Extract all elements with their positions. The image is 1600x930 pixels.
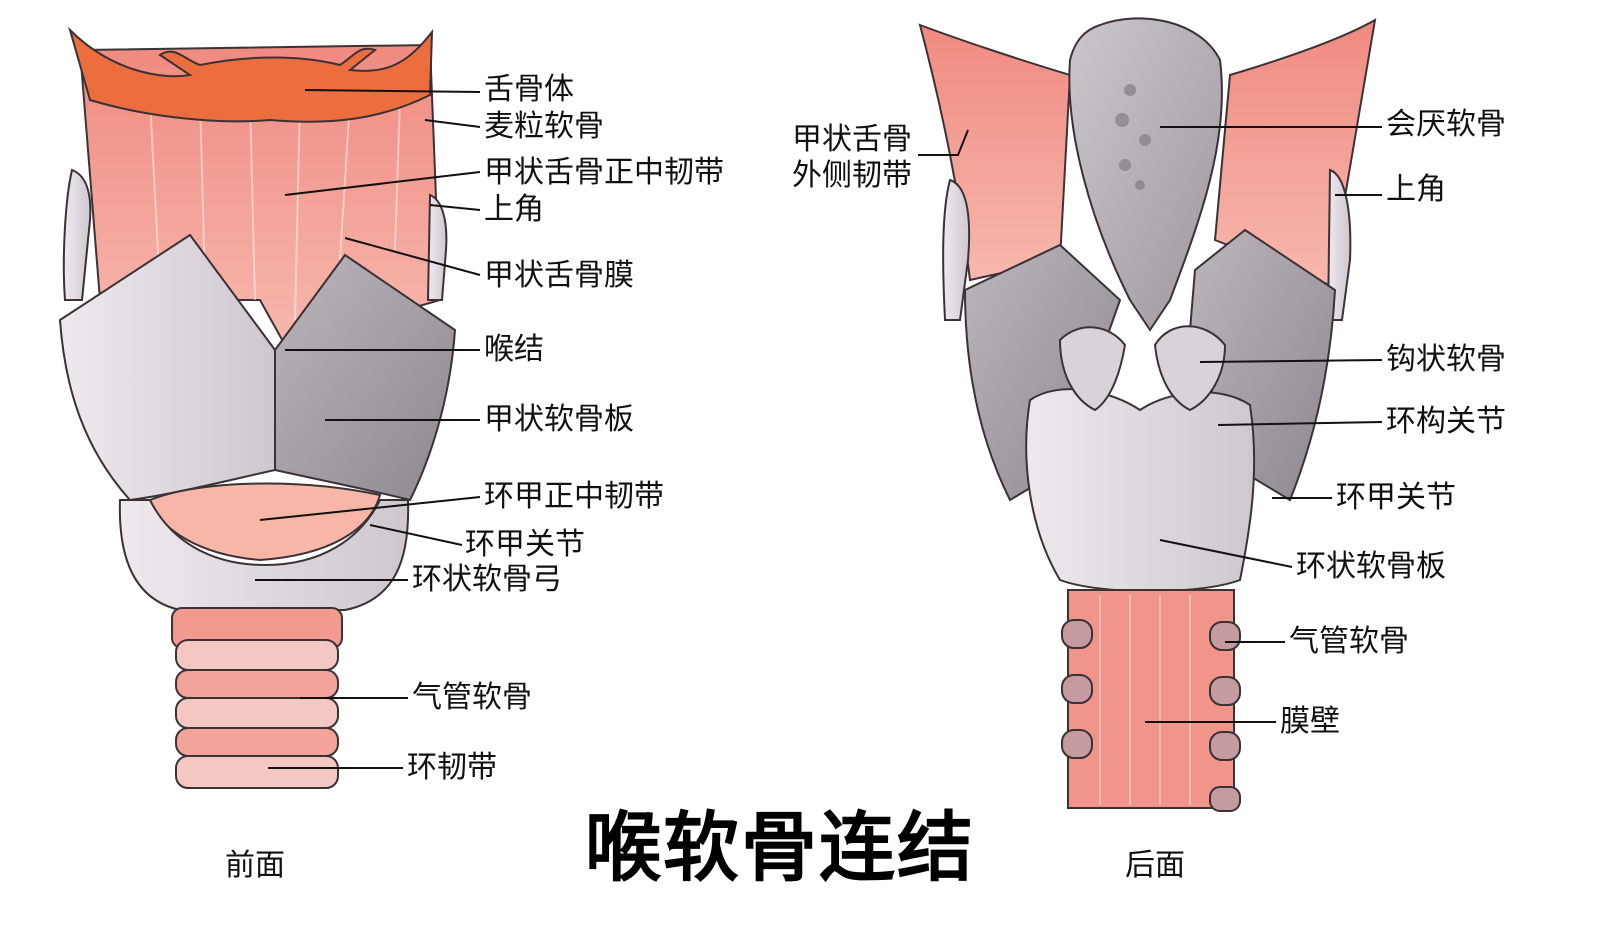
back-cricoid-lamina xyxy=(1025,388,1256,593)
label-cricoid-arch: 环状软骨弓 xyxy=(412,562,562,597)
front-trachea xyxy=(171,607,343,789)
label-back-cricothyroid-joint: 环甲关节 xyxy=(1336,480,1456,515)
label-front-superior-horn: 上角 xyxy=(484,192,544,227)
label-back-superior-horn: 上角 xyxy=(1386,172,1446,207)
back-membrane-left xyxy=(918,23,1072,282)
back-epiglottis xyxy=(1068,17,1223,332)
label-arytenoid-cartilage: 钩状软骨 xyxy=(1386,342,1506,377)
diagram-title: 喉软骨连结 xyxy=(585,803,975,892)
label-hyoid-body: 舌骨体 xyxy=(484,72,574,107)
label-thyroid-lamina: 甲状软骨板 xyxy=(484,402,634,437)
label-cricoid-lamina: 环状软骨板 xyxy=(1296,549,1446,584)
front-leader-lines xyxy=(255,89,481,769)
label-back-tracheal-cartilage: 气管软骨 xyxy=(1289,624,1409,659)
label-annular-ligament: 环韧带 xyxy=(407,750,497,785)
back-view xyxy=(918,17,1377,812)
label-lateral-thyrohyoid-ligament-line1: 甲状舌骨 xyxy=(792,122,912,157)
back-arytenoid-left xyxy=(1058,326,1127,412)
back-leader-lines xyxy=(918,126,1383,723)
front-cricoid-arch xyxy=(118,499,410,611)
label-triticeous-cartilage: 麦粒软骨 xyxy=(484,109,604,144)
label-cricoarytenoid-joint: 环构关节 xyxy=(1386,404,1506,439)
caption-back-view: 后面 xyxy=(1125,848,1185,883)
front-cricothyroid-ligament xyxy=(148,482,382,562)
front-superior-horn-left xyxy=(62,168,92,301)
back-superior-horn-left xyxy=(942,178,971,321)
label-front-tracheal-cartilage: 气管软骨 xyxy=(412,680,532,715)
label-epiglottic-cartilage: 会厌软骨 xyxy=(1386,107,1506,142)
back-arytenoid-right xyxy=(1153,325,1227,412)
front-hyoid-bone xyxy=(67,26,434,123)
front-view xyxy=(58,26,457,789)
label-median-thyrohyoid-ligament: 甲状舌骨正中韧带 xyxy=(484,155,724,190)
label-front-cricothyroid-joint: 环甲关节 xyxy=(465,527,585,562)
front-thyroid-lamina-right xyxy=(274,253,457,502)
label-laryngeal-prominence: 喉结 xyxy=(484,332,544,367)
front-superior-horn-right xyxy=(426,193,448,301)
label-membranous-wall: 膜壁 xyxy=(1280,704,1340,739)
caption-front-view: 前面 xyxy=(225,848,285,883)
back-thyroid-lamina-right xyxy=(1188,228,1337,502)
label-median-cricothyroid-ligament: 环甲正中韧带 xyxy=(484,479,664,514)
back-superior-horn-right xyxy=(1326,168,1352,321)
label-lateral-thyrohyoid-ligament-line2: 外侧韧带 xyxy=(792,158,912,193)
label-thyrohyoid-membrane: 甲状舌骨膜 xyxy=(484,258,634,293)
back-trachea xyxy=(1061,589,1241,812)
